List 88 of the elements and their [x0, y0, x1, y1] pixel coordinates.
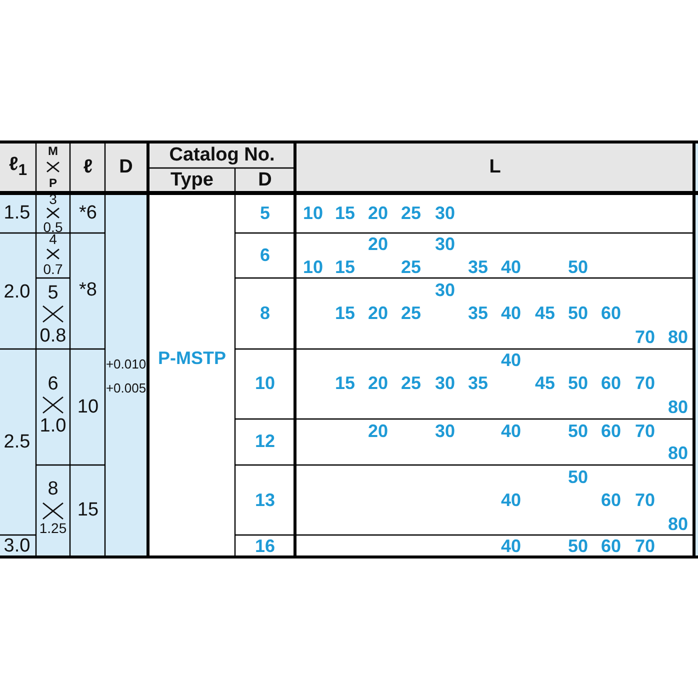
- table-cell: 2.0: [4, 282, 30, 302]
- length-value: 25: [400, 204, 422, 222]
- length-value: 15: [334, 374, 356, 392]
- column-header: M: [48, 145, 58, 157]
- length-value: 60: [600, 491, 622, 509]
- diameter-value: 12: [254, 432, 276, 450]
- length-value: 50: [568, 304, 588, 322]
- table-cell: 1.0: [40, 416, 66, 436]
- length-value: 50: [568, 468, 588, 486]
- length-value: 30: [434, 204, 456, 222]
- column-header: ℓ: [83, 158, 93, 176]
- length-value: 80: [668, 398, 688, 416]
- length-value: 50: [568, 422, 588, 440]
- length-value: 35: [468, 374, 488, 392]
- length-value: 45: [534, 304, 556, 322]
- diameter-value: 10: [254, 374, 276, 392]
- length-value: 25: [400, 258, 422, 276]
- column-header: Catalog No.: [169, 146, 275, 164]
- table-cell: 6: [48, 374, 58, 394]
- diameter-value: 6: [260, 246, 270, 264]
- table-cell: 10: [77, 398, 99, 416]
- table-cell: *8: [79, 280, 97, 300]
- table-cell: 5: [48, 284, 58, 302]
- tolerance-value: +0.005: [106, 382, 146, 394]
- tolerance-value: +0.010: [106, 358, 146, 370]
- table-cell: 0.5: [43, 220, 63, 234]
- length-value: 15: [334, 304, 356, 322]
- length-value: 70: [634, 374, 656, 392]
- diameter-value: 13: [254, 491, 276, 509]
- length-value: 15: [334, 258, 356, 276]
- length-value: 40: [500, 351, 522, 369]
- length-value: 20: [368, 204, 388, 222]
- length-value: 25: [400, 374, 422, 392]
- length-value: 50: [568, 537, 588, 555]
- length-value: 10: [302, 258, 324, 276]
- table-cell: 4: [49, 232, 57, 246]
- length-value: 40: [500, 304, 522, 322]
- length-value: 30: [434, 235, 456, 253]
- table-cell: 8: [48, 480, 58, 498]
- diameter-value: 5: [260, 204, 270, 222]
- length-value: 60: [600, 304, 622, 322]
- table-cell: 0.8: [40, 326, 66, 346]
- length-value: 35: [468, 304, 488, 322]
- column-header: D: [119, 158, 133, 176]
- table-cell: 3.0: [4, 536, 30, 556]
- table-cell: 15: [77, 500, 99, 520]
- diameter-value: 16: [254, 537, 276, 555]
- length-value: 35: [468, 258, 488, 276]
- type-code: P-MSTP: [158, 349, 226, 367]
- column-header: D: [258, 170, 272, 190]
- length-value: 70: [634, 422, 656, 440]
- length-value: 60: [600, 374, 622, 392]
- table-cell: 2.5: [4, 432, 30, 452]
- column-header: P: [49, 177, 57, 189]
- length-value: 20: [368, 374, 388, 392]
- column-header: L: [489, 158, 501, 176]
- length-value: 40: [500, 258, 522, 276]
- table-cell: 1.5: [4, 204, 30, 222]
- table-cell: 0.7: [43, 262, 63, 276]
- length-value: 80: [668, 515, 688, 533]
- length-value: 10: [302, 204, 324, 222]
- length-value: 60: [600, 422, 622, 440]
- length-value: 50: [568, 374, 588, 392]
- length-value: 70: [634, 491, 656, 509]
- length-value: 40: [500, 422, 522, 440]
- length-value: 25: [400, 304, 422, 322]
- length-value: 20: [368, 304, 388, 322]
- length-value: 45: [534, 374, 556, 392]
- length-value: 30: [434, 281, 456, 299]
- length-value: 60: [600, 537, 622, 555]
- length-value: 70: [634, 328, 656, 346]
- table-cell: 1.25: [39, 521, 67, 535]
- length-value: 20: [368, 235, 388, 253]
- length-value: 40: [500, 491, 522, 509]
- length-value: 50: [568, 258, 588, 276]
- diameter-value: 8: [260, 304, 270, 322]
- length-value: 40: [500, 537, 522, 555]
- table-cell: 3: [49, 192, 57, 206]
- table-cell: *6: [79, 204, 97, 222]
- column-header: Type: [170, 170, 214, 190]
- length-value: 80: [668, 444, 688, 462]
- length-value: 80: [668, 328, 688, 346]
- length-value: 30: [434, 422, 456, 440]
- length-value: 30: [434, 374, 456, 392]
- length-value: 15: [334, 204, 356, 222]
- length-value: 20: [368, 422, 388, 440]
- column-header: ℓ$_{1}$: [8, 155, 28, 179]
- length-value: 70: [634, 537, 656, 555]
